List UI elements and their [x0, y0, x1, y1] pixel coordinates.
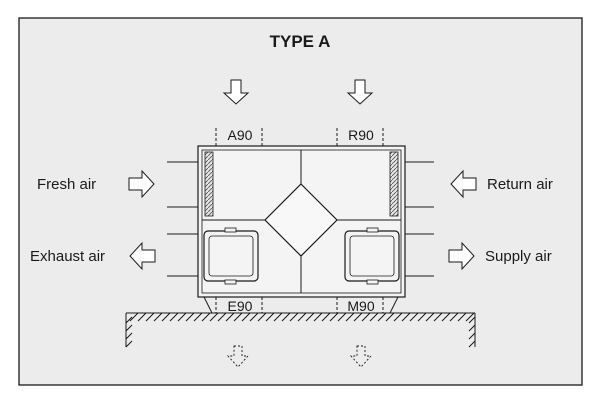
filter-left: [204, 151, 214, 217]
port-label-a90: A90: [228, 127, 253, 143]
label-return-air: Return air: [487, 176, 553, 193]
bottom-duct-markers: [203, 296, 399, 314]
arrow-left-icon: [450, 169, 477, 199]
filter-right: [389, 151, 399, 217]
arrow-left-icon: [129, 241, 156, 271]
port-label-r90: R90: [348, 127, 374, 143]
top-left-duct-marker: [215, 128, 263, 146]
heat-exchanger: [264, 183, 338, 257]
label-supply-air: Supply air: [485, 248, 552, 265]
arrow-down-icon: [346, 79, 374, 105]
arrow-right-icon: [448, 241, 475, 271]
arrow-down-icon: [222, 79, 250, 105]
ground-base: [125, 312, 476, 348]
fan-left: [203, 227, 259, 285]
top-right-duct-marker: [336, 128, 384, 146]
port-label-e90: E90: [228, 298, 253, 314]
fan-right: [344, 227, 400, 285]
dashed-arrow-down-icon: [226, 345, 250, 368]
side-duct-lines: [167, 161, 434, 277]
internal-partitions: [202, 150, 401, 293]
arrow-right-icon: [128, 169, 155, 199]
dashed-arrow-down-icon: [349, 345, 373, 368]
label-exhaust-air: Exhaust air: [30, 248, 105, 265]
label-fresh-air: Fresh air: [37, 176, 96, 193]
port-label-m90: M90: [347, 298, 374, 314]
diagram-title: TYPE A: [270, 32, 331, 51]
